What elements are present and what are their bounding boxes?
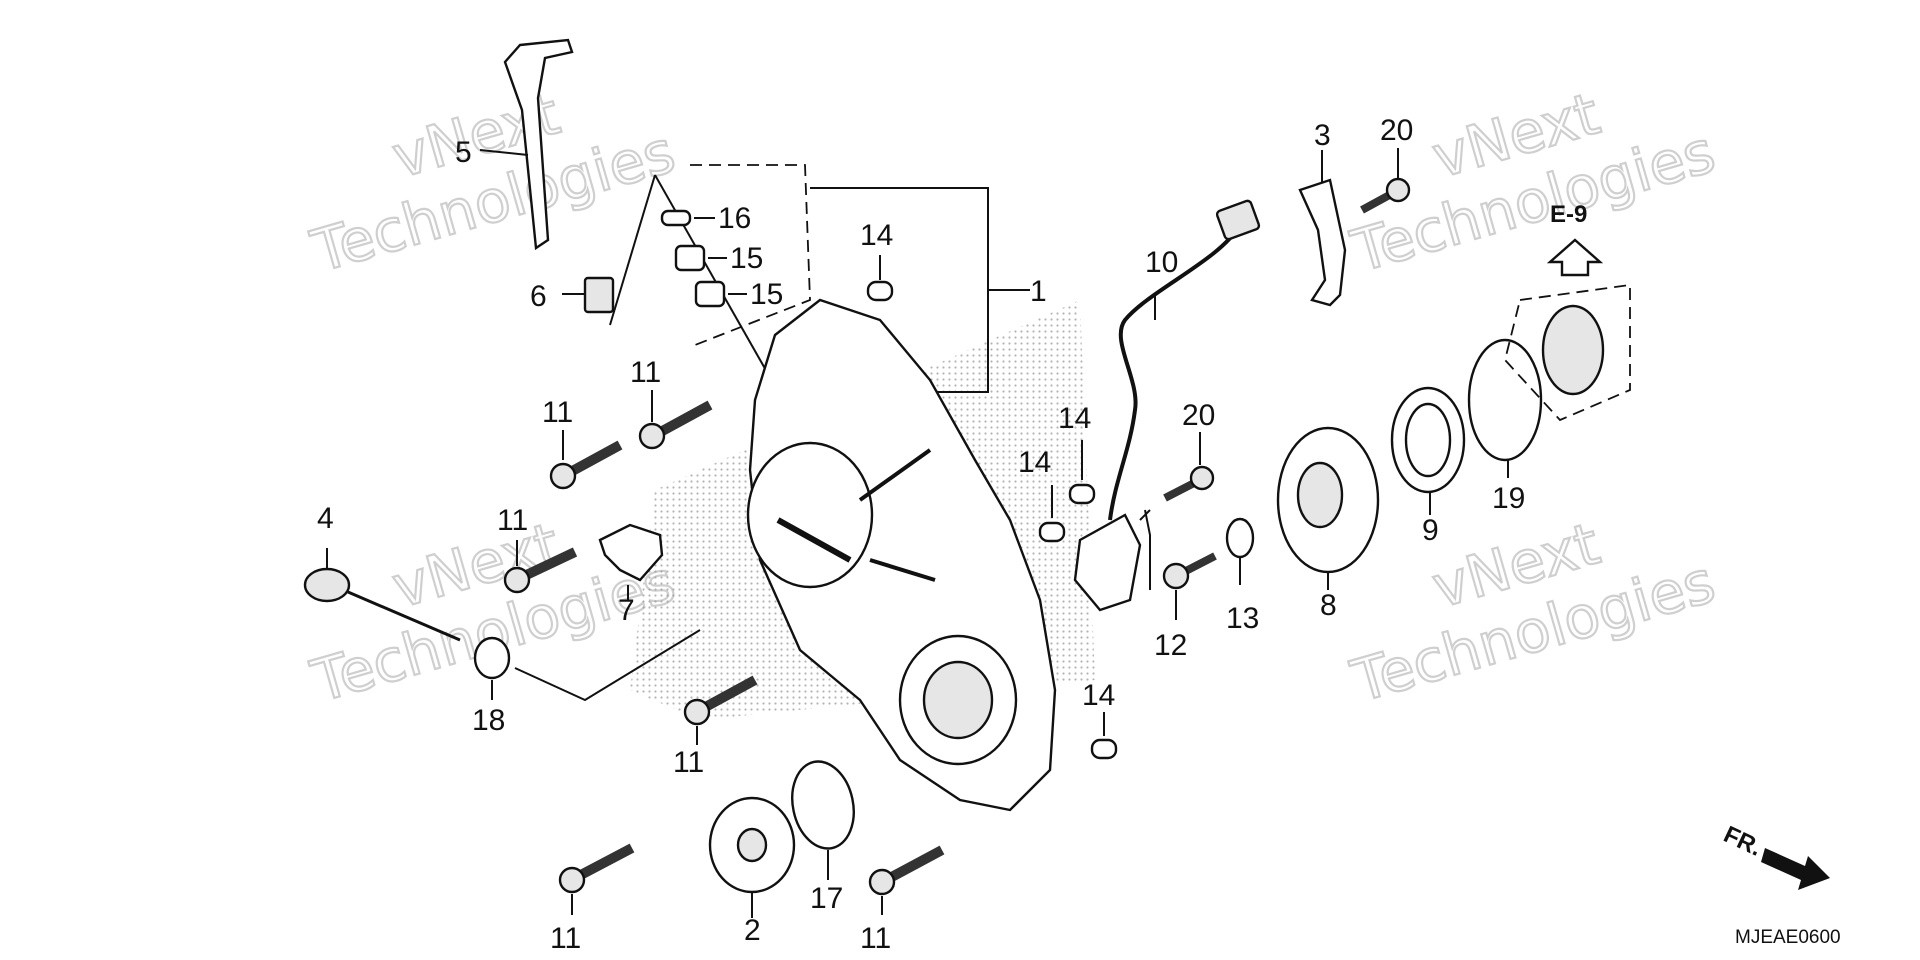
part-16-ring bbox=[660, 209, 715, 227]
direction-label: FR. bbox=[1719, 821, 1765, 862]
callout-8: 8 bbox=[1320, 589, 1337, 622]
callout-11: 11 bbox=[550, 922, 581, 955]
bolt-20-a bbox=[1163, 432, 1215, 502]
bolt-12 bbox=[1162, 552, 1217, 620]
callout-11: 11 bbox=[630, 356, 661, 389]
callout-14: 14 bbox=[1018, 446, 1051, 479]
part-4-dipstick bbox=[303, 548, 461, 642]
part-7-bracket bbox=[598, 523, 664, 600]
callout-14: 14 bbox=[860, 219, 893, 252]
part-8-gear bbox=[1276, 426, 1380, 590]
dowel-14-c bbox=[1038, 485, 1066, 543]
callout-14: 14 bbox=[1082, 679, 1115, 712]
part-3-plate bbox=[1298, 150, 1347, 307]
part-2-cap bbox=[708, 796, 796, 918]
part-15-collar-b bbox=[694, 280, 747, 308]
dowel-14-b bbox=[1068, 440, 1096, 505]
part-19-circlip bbox=[1467, 338, 1543, 478]
callout-11: 11 bbox=[542, 396, 573, 429]
callout-15: 15 bbox=[730, 242, 763, 275]
part-15-collar-a bbox=[674, 244, 727, 272]
callout-5: 5 bbox=[455, 136, 472, 169]
callout-20: 20 bbox=[1380, 114, 1413, 147]
callout-19: 19 bbox=[1492, 482, 1525, 515]
callout-2: 2 bbox=[744, 914, 761, 947]
bolt-11-e bbox=[558, 843, 635, 915]
callout-6: 6 bbox=[530, 280, 547, 313]
front-direction-arrow: FR. bbox=[1719, 821, 1830, 890]
diagram-code: MJEAE0600 bbox=[1735, 927, 1841, 948]
part-17-o-ring bbox=[791, 760, 855, 880]
callout-11: 11 bbox=[497, 504, 528, 537]
callout-10: 10 bbox=[1145, 246, 1178, 279]
reference-box-e9: E-9 bbox=[1504, 201, 1631, 422]
callout-7: 7 bbox=[618, 594, 635, 627]
part-9-clutch bbox=[1390, 386, 1466, 515]
part-5-shaft bbox=[479, 38, 574, 251]
callout-4: 4 bbox=[317, 502, 334, 535]
callout-14: 14 bbox=[1058, 402, 1091, 435]
callout-13: 13 bbox=[1226, 602, 1259, 635]
bolt-11-c bbox=[503, 540, 578, 594]
callout-15: 15 bbox=[750, 278, 783, 311]
part-10-sensor bbox=[1073, 199, 1261, 612]
callout-1: 1 bbox=[1030, 275, 1047, 308]
bolt-11-d bbox=[683, 675, 758, 745]
washer-13 bbox=[1225, 517, 1255, 585]
part-18-o-ring bbox=[473, 629, 701, 702]
watermark-mid-right: vNext Technologies bbox=[1343, 508, 1723, 717]
callout-18: 18 bbox=[472, 704, 505, 737]
callout-11: 11 bbox=[860, 922, 891, 955]
bolt-11-b bbox=[638, 390, 713, 450]
callouts: 1 2 3 4 5 6 7 8 9 10 11 11 11 11 11 11 1… bbox=[317, 114, 1525, 955]
reference-tag: E-9 bbox=[1550, 201, 1587, 228]
bolt-11-a bbox=[549, 430, 623, 490]
callout-3: 3 bbox=[1314, 119, 1331, 152]
callout-20: 20 bbox=[1182, 399, 1215, 432]
callout-17: 17 bbox=[810, 882, 843, 915]
bolt-11-f bbox=[868, 845, 945, 915]
dowel-14-d bbox=[1090, 712, 1118, 760]
callout-16: 16 bbox=[718, 202, 751, 235]
watermark-top-left: vNext Technologies bbox=[303, 78, 683, 287]
bolt-20-b bbox=[1360, 148, 1411, 214]
callout-11: 11 bbox=[673, 746, 704, 779]
dowel-14-a bbox=[866, 255, 894, 302]
callout-9: 9 bbox=[1422, 514, 1439, 547]
part-6-spring bbox=[562, 276, 615, 314]
part-1-cover bbox=[746, 298, 1057, 812]
callout-12: 12 bbox=[1154, 629, 1187, 662]
